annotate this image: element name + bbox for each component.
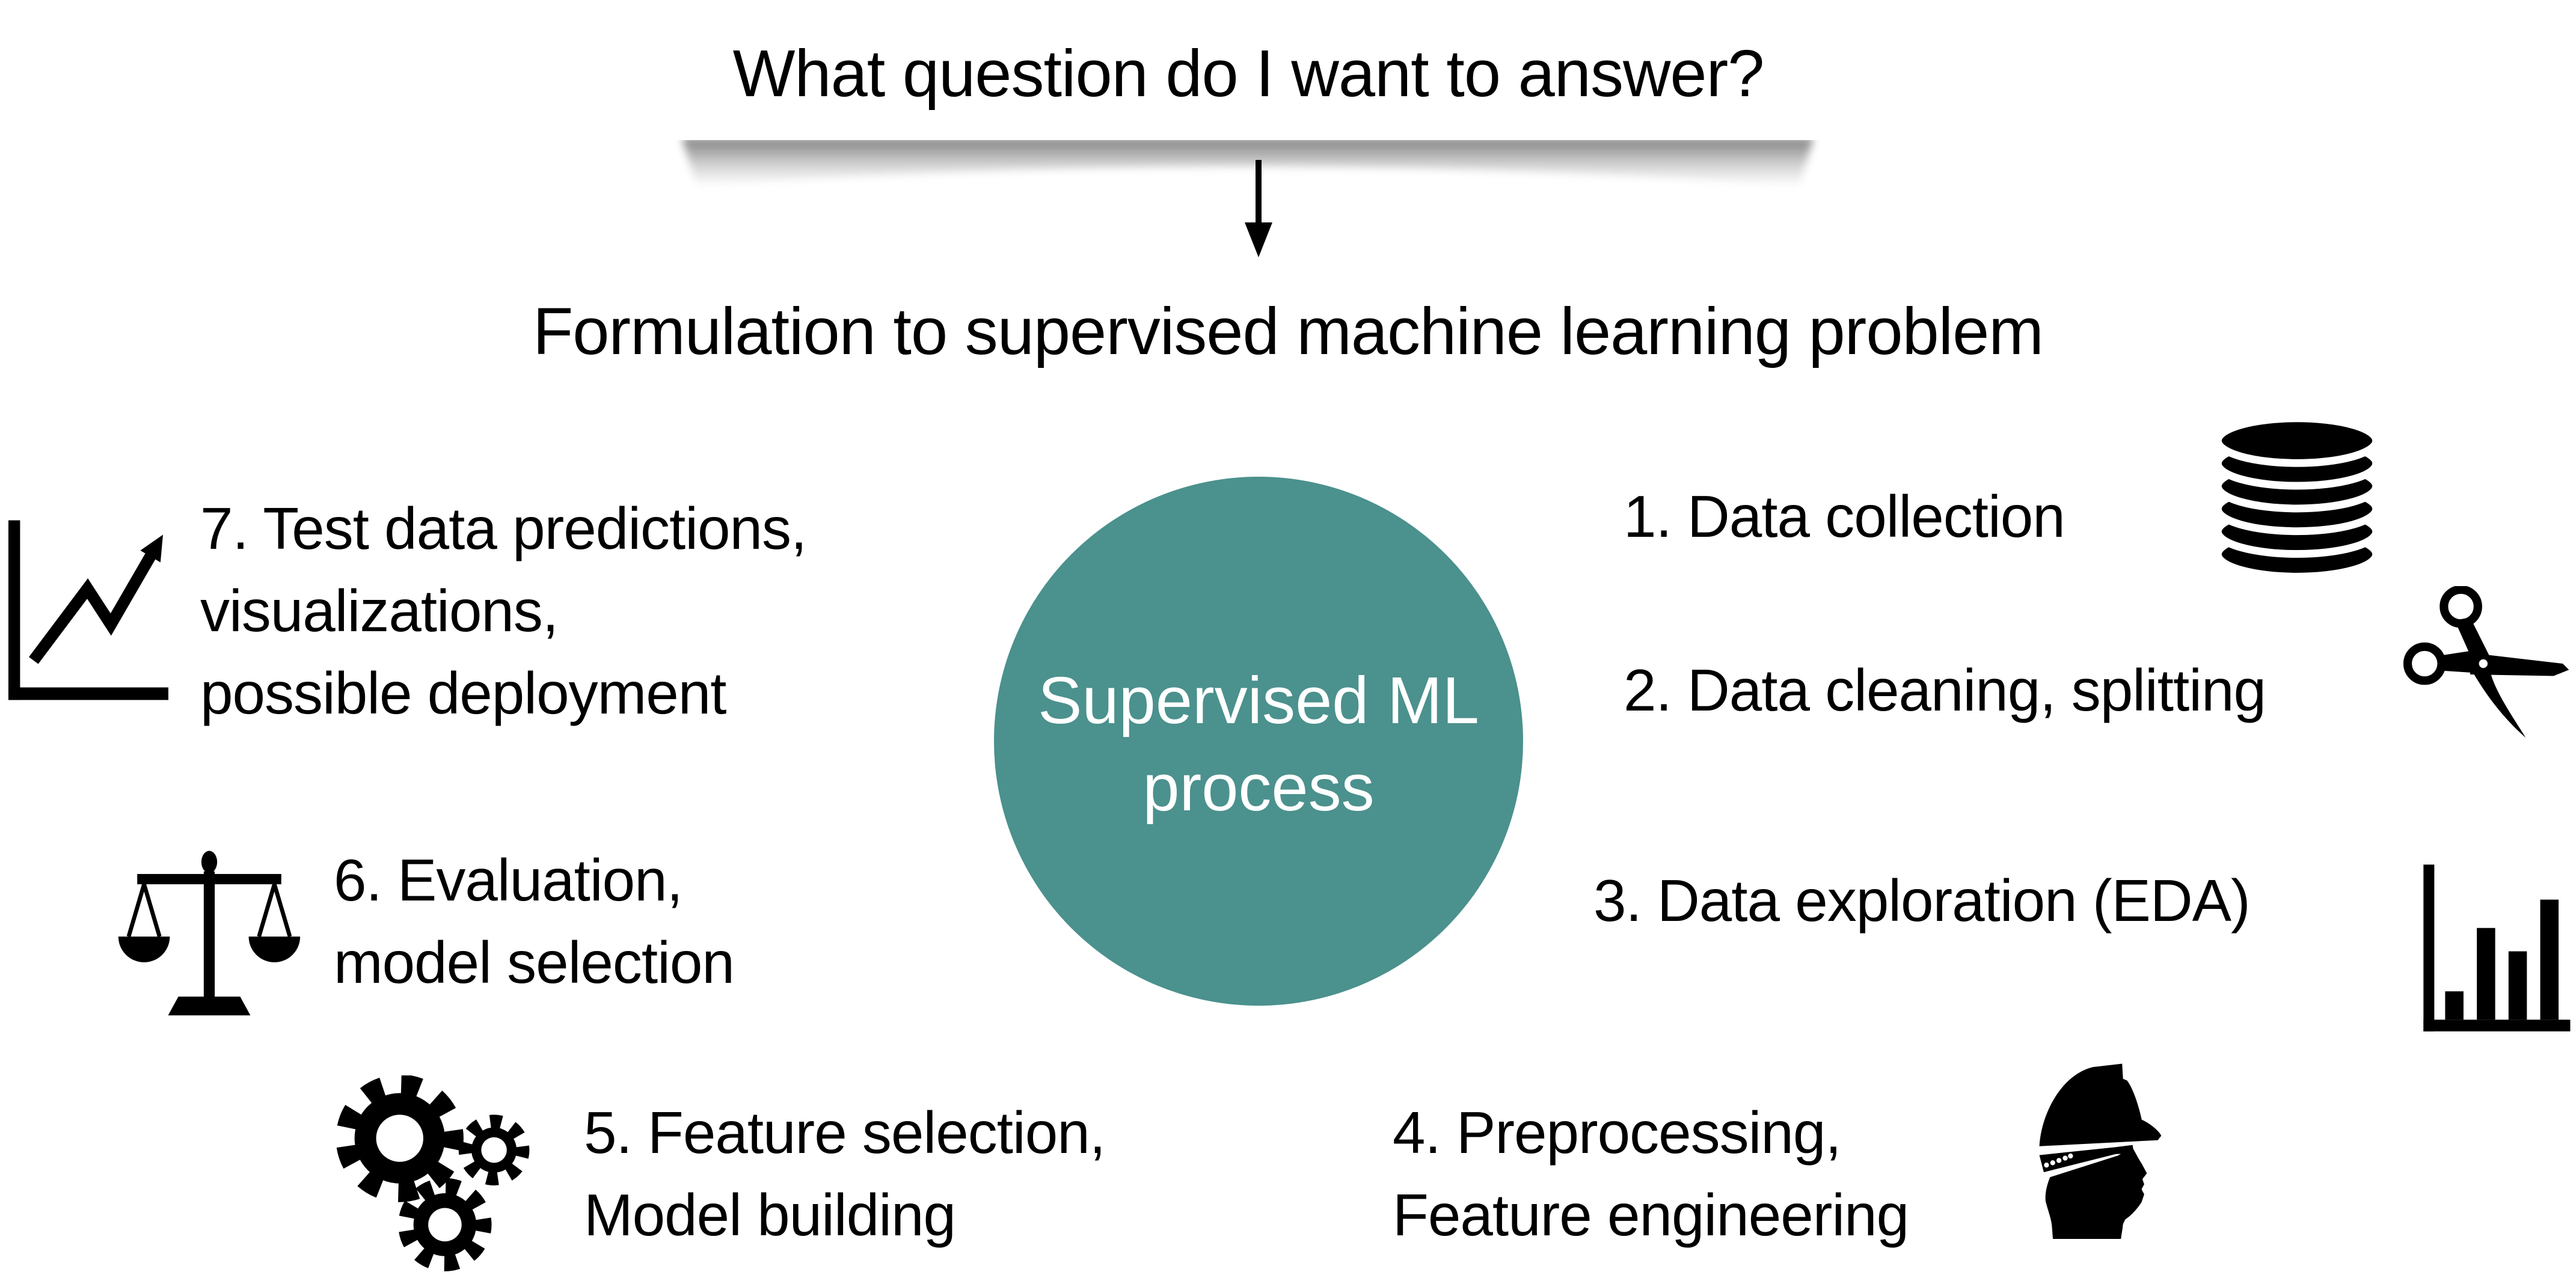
step-7-label-line2: visualizations, (200, 578, 559, 644)
step-2-data-cleaning-splitting: 2. Data cleaning, splitting (1624, 649, 2266, 732)
gears-icon (336, 1075, 530, 1271)
step-6-label-line1: 6. Evaluation, (334, 847, 683, 913)
step-4-label-line2: Feature engineering (1393, 1182, 1909, 1248)
question-box: What question do I want to answer? (675, 7, 1822, 140)
step-5-label-line2: Model building (584, 1182, 956, 1248)
step-7-label-line3: possible deployment (200, 660, 726, 726)
down-arrow-head-icon (1245, 222, 1272, 257)
step-1-label: 1. Data collection (1624, 483, 2065, 549)
question-box-label: What question do I want to answer? (732, 37, 1765, 111)
line-chart-icon (8, 520, 168, 700)
step-6-evaluation: 6. Evaluation, model selection (334, 839, 735, 1004)
step-5-feature-selection: 5. Feature selection, Model building (584, 1092, 1106, 1256)
step-6-label-line2: model selection (334, 929, 735, 995)
step-4-preprocessing: 4. Preprocessing, Feature engineering (1393, 1092, 1909, 1256)
process-circle-line1: Supervised ML (1038, 663, 1479, 738)
bar-chart-icon (2423, 864, 2571, 1032)
step-2-label: 2. Data cleaning, splitting (1624, 657, 2266, 723)
formulation-label: Formulation to supervised machine learni… (533, 295, 2044, 368)
step-4-label-line1: 4. Preprocessing, (1393, 1099, 1842, 1166)
step-3-data-exploration: 3. Data exploration (EDA) (1593, 860, 2251, 942)
database-icon (2213, 417, 2381, 580)
step-1-data-collection: 1. Data collection (1624, 475, 2065, 558)
scissors-icon (2403, 586, 2569, 738)
process-circle-line2: process (1142, 751, 1375, 825)
process-circle: Supervised ML process (994, 477, 1523, 1006)
step-7-label-line1: 7. Test data predictions, (200, 495, 807, 561)
hard-hat-worker-icon (2039, 1063, 2162, 1239)
step-7-test-predictions: 7. Test data predictions, visualizations… (200, 488, 807, 735)
down-arrow (1256, 160, 1262, 224)
scales-icon (118, 851, 301, 1016)
step-3-label: 3. Data exploration (EDA) (1593, 867, 2251, 934)
question-box-shadow (682, 138, 1814, 186)
step-5-label-line1: 5. Feature selection, (584, 1099, 1106, 1166)
